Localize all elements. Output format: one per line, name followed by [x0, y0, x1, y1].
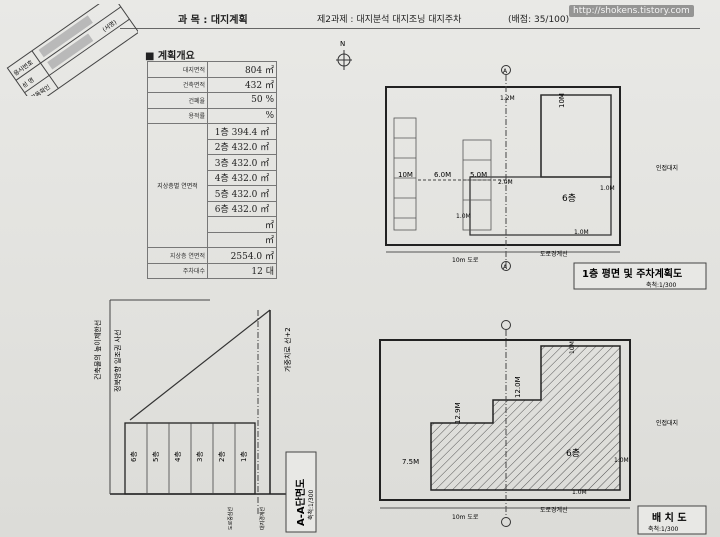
dim-text: 10M	[569, 341, 576, 354]
subject-label: 과 목 : 대지계획	[178, 15, 248, 26]
adjacent-label: 인접대지	[656, 419, 678, 427]
dim-text: 1.0M	[456, 213, 471, 220]
building-footprint	[430, 345, 621, 491]
dim-text: 2.0M	[498, 179, 513, 186]
plan-title: 1층 평면 및 주차계획도	[582, 267, 682, 280]
problem-title: 제2과제 : 대지분석 대지조닝 대지주차	[317, 15, 462, 25]
north-arrow-icon: N	[336, 40, 352, 70]
floor-label: 6층	[562, 193, 576, 204]
site-title: 배 치 도	[652, 511, 687, 524]
section-floor-label: 3층	[195, 451, 204, 462]
dim-text: 10M	[398, 171, 413, 179]
section-drawing: 건축물의 높이제한선 정북방향 일조권 사선 가중치로 선+2 6층 5층 4층…	[93, 299, 300, 530]
score-label: (배점: 35/100)	[508, 15, 570, 25]
north-label: N	[340, 40, 345, 48]
parking-label: 주차대수	[147, 262, 208, 279]
dim-text: 5.0M	[470, 171, 487, 179]
dim-text: 1.2M	[500, 95, 515, 102]
summary-section-title: ■ 계획개요	[145, 51, 195, 62]
section-scale: 축척:1/300	[307, 489, 315, 520]
section-title-box	[285, 451, 317, 533]
table-row: 지상층 연면적 2554.0 ㎡	[147, 247, 277, 264]
exam-info-tag: 응시번호 성 명 감독확인 (서명)	[6, 4, 138, 96]
dim-text: 12.0M	[514, 376, 522, 398]
dim-text: 1.0M	[574, 229, 589, 236]
site-scale: 축척:1/300	[648, 525, 679, 533]
table-row: 건폐율 50 %	[147, 92, 277, 109]
first-floor-plan: 10M 6.0M 5.0M 2.0M 1.2M 1.0M 10M 1.0M 1.…	[385, 65, 678, 271]
section-floor-label: 2층	[217, 451, 226, 462]
road-center-label: 도로중심선	[227, 507, 234, 530]
table-row: 대지면적 804 ㎡	[147, 61, 277, 78]
boundary-label: 도로경계선	[540, 506, 568, 514]
floor-label: 6층	[566, 448, 580, 459]
section-note: 정북방향 일조권 사선	[113, 330, 122, 392]
dim-text: 12.9M	[454, 402, 462, 424]
floor-area: 1층 394.4 ㎡	[207, 123, 277, 140]
dim-text: 1.0M	[600, 185, 615, 192]
redacted-name	[47, 33, 94, 70]
section-mark-bottom: A	[503, 264, 508, 271]
parking-value: 12 대	[207, 262, 277, 279]
dim-text: 6.0M	[434, 171, 451, 179]
adjacent-label: 인접대지	[656, 164, 678, 172]
dim-text: 1.0M	[572, 489, 587, 496]
dim-text: 1.0M	[614, 457, 629, 464]
section-title: A-A단면도	[294, 479, 307, 526]
section-floor-label: 4층	[173, 451, 182, 462]
section-floor-label: 6층	[129, 451, 138, 462]
site-boundary	[385, 86, 621, 246]
floor-group-label: 지상층별 연면적	[147, 123, 208, 248]
section-note: 가중치로 선+2	[283, 327, 292, 372]
watermark-url: http://shokens.tistory.com	[569, 5, 694, 17]
table-row: 주차대수 12 대	[147, 262, 277, 279]
site-boundary	[379, 339, 631, 501]
building-core	[540, 94, 612, 178]
table-row: 지상층별 연면적 1층 394.4 ㎡	[147, 123, 277, 248]
boundary-label: 도로경계선	[540, 250, 568, 258]
planning-summary-table: 대지면적 804 ㎡ 건축면적 432 ㎡ 건폐율 50 % 용적률 % 지상층…	[147, 61, 277, 279]
site-title-box	[637, 505, 707, 535]
site-plan: 12.0M 12.9M 7.5M 10M 1.0M 1.0M 6층 10m 도로…	[379, 320, 678, 527]
redacted-number	[38, 15, 93, 58]
plan-title-box	[573, 262, 707, 290]
plan-scale: 축척:1/300	[646, 281, 677, 289]
section-note: 건축물의 높이제한선	[93, 320, 102, 380]
sheet-header: 과 목 : 대지계획 제2과제 : 대지분석 대지조닝 대지주차 (배점: 35…	[120, 8, 700, 29]
section-floor-label: 5층	[151, 451, 160, 462]
road-label: 10m 도로	[452, 257, 479, 264]
dim-text: 7.5M	[402, 458, 419, 466]
section-floor-label: 1층	[239, 451, 248, 462]
dim-text: 10M	[558, 93, 566, 108]
road-label: 10m 도로	[452, 514, 479, 521]
boundary-label: 대지경계선	[259, 507, 266, 530]
section-mark-top: A	[503, 68, 508, 75]
